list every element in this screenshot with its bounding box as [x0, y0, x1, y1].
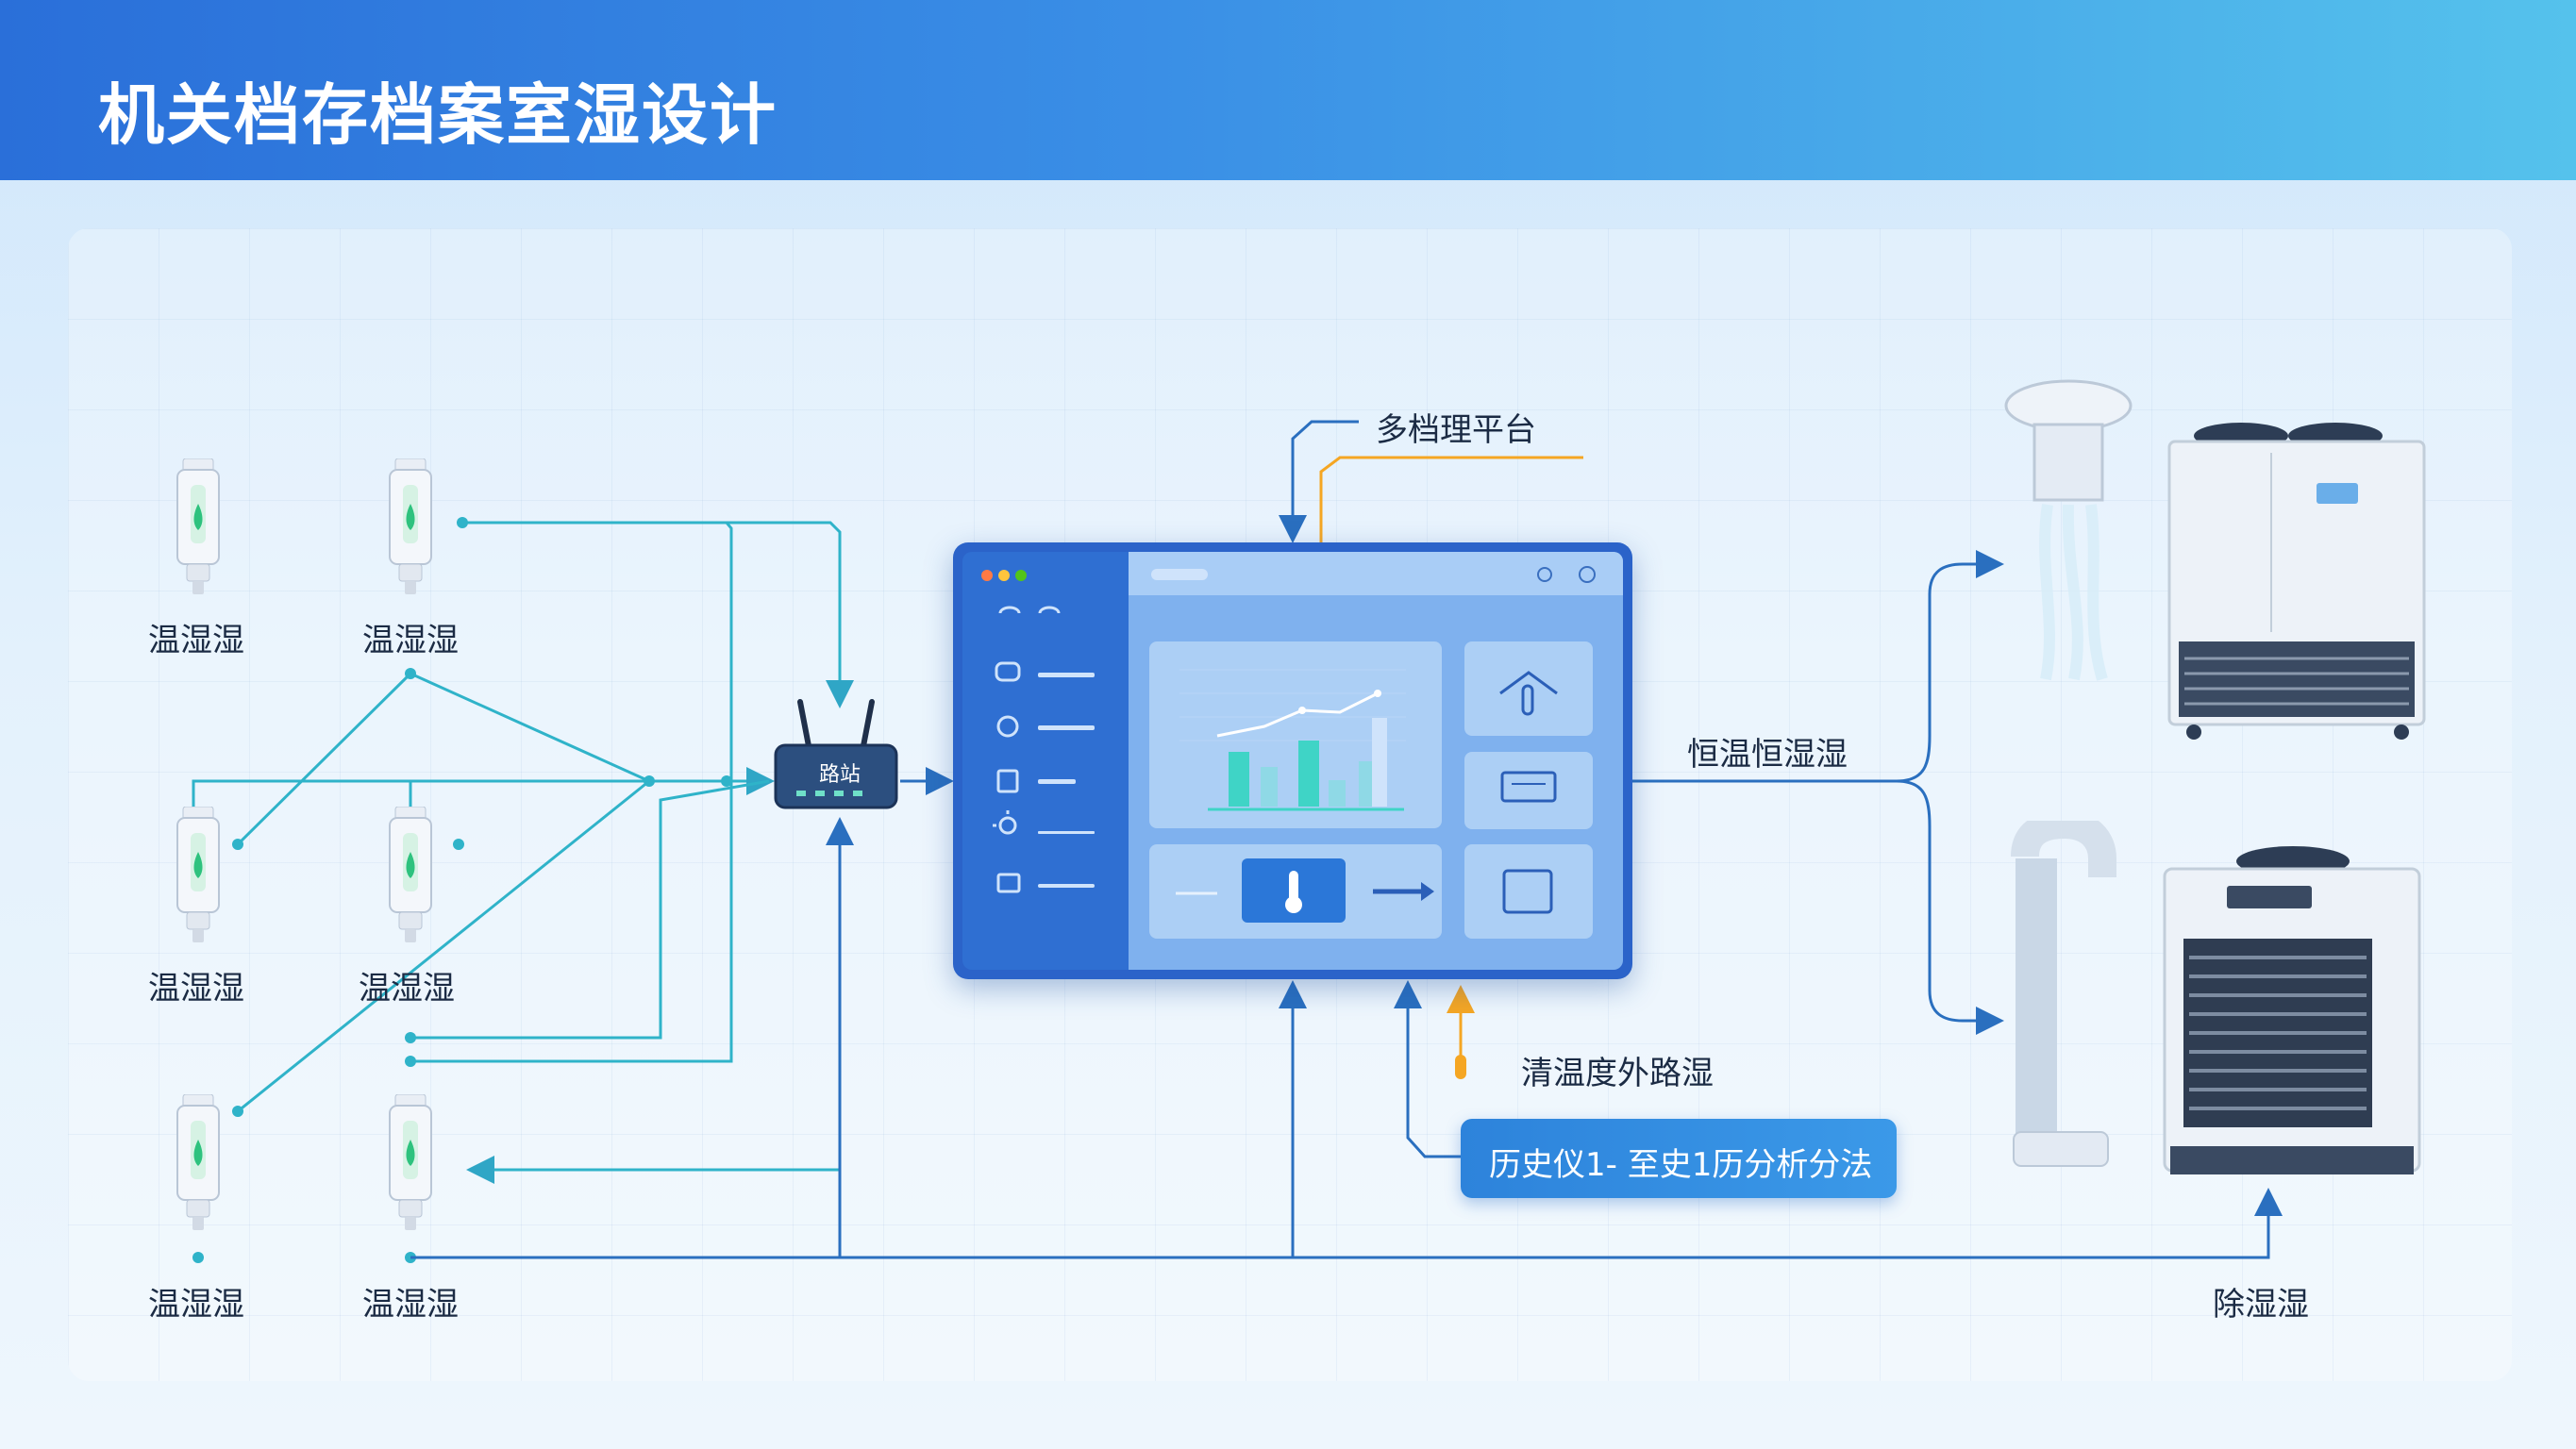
dehumid-label: 除湿湿 [2213, 1286, 2309, 1324]
sensor-label: 温湿湿 [148, 970, 244, 1008]
home-card[interactable] [1464, 641, 1593, 736]
dashboard-sidebar [962, 552, 1132, 970]
air-vent-icon [2004, 379, 2133, 681]
sensor-label: 温湿湿 [362, 1286, 459, 1324]
line-s5 [237, 779, 650, 1113]
sensor-label: 温湿湿 [359, 970, 455, 1008]
sensor-icon [176, 1094, 220, 1230]
sensor-icon [389, 458, 432, 594]
sensor-icon [176, 458, 220, 594]
line-history [1394, 980, 1461, 1158]
constant-humidity-unit-icon [2167, 423, 2426, 740]
sensor-label: 温湿湿 [148, 622, 244, 659]
sensor-icon [389, 1094, 432, 1230]
line-dash-out [1632, 550, 2004, 783]
history-analysis-button[interactable] [1461, 1119, 1897, 1198]
header-banner [0, 0, 2576, 180]
exhaust-pipe-icon [2011, 821, 2116, 1167]
line-s5-loop [410, 779, 770, 1040]
management-dashboard[interactable] [953, 542, 1632, 979]
dashboard-topbar [1129, 552, 1623, 595]
chart-card [1149, 641, 1442, 828]
sensor-label: 温湿湿 [362, 622, 459, 659]
sensor-icon [389, 807, 432, 942]
outdoor-label: 清温度外路湿 [1521, 1055, 1714, 1092]
line-s2-top [462, 521, 854, 708]
constant-label: 恒温恒湿湿 [1687, 736, 1848, 774]
line-dash-out2 [1896, 779, 2004, 1035]
monitor-card[interactable] [1464, 752, 1593, 829]
dehumidifier-unit-icon [2163, 846, 2421, 1174]
line-platform-orange [1319, 456, 1583, 542]
platform-label: 多档理平台 [1376, 411, 1536, 449]
line-s2-fan2 [410, 672, 650, 783]
dashboard-graphics [981, 566, 1596, 923]
line-platform [1279, 420, 1359, 543]
router-label: 路站 [819, 763, 861, 787]
line-bus-right [410, 521, 733, 1063]
document-card[interactable] [1464, 844, 1593, 939]
sensor-label: 温湿湿 [148, 1286, 244, 1324]
router-icon [774, 699, 898, 809]
line-s2-fan [236, 672, 412, 846]
line-s3-top [192, 779, 727, 830]
sensor-icon [176, 807, 220, 942]
page-title: 机关档存档案室湿设计 [98, 76, 778, 154]
history-analysis-label: 历史仪1- 至史1历分析分法 [1489, 1146, 1873, 1184]
line-bottom-bus [410, 1188, 2283, 1259]
line-s6-back [466, 821, 842, 1184]
